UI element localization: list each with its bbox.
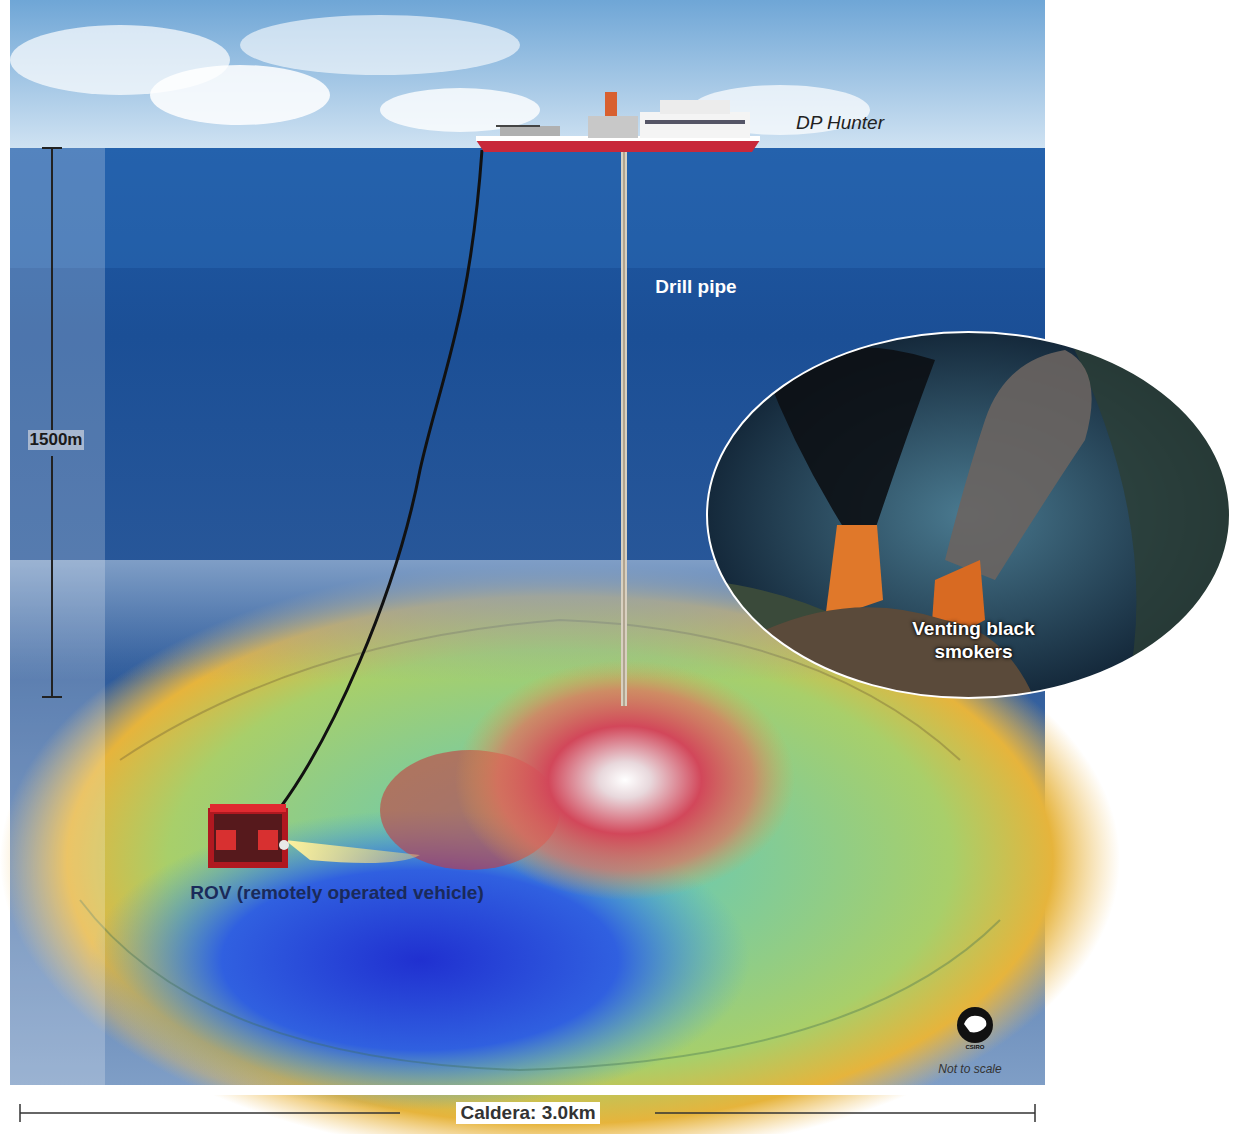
logo-text: CSIRO	[965, 1044, 984, 1050]
inset-caption: Venting black smokers	[879, 618, 1069, 664]
ship-name: DP Hunter	[796, 112, 884, 134]
inset-photo: Venting black smokers	[705, 330, 1232, 700]
scale-note: Not to scale	[938, 1062, 1001, 1076]
depth-dimension: 1500m	[28, 430, 85, 450]
caldera-dimension: Caldera: 3.0km	[456, 1102, 599, 1124]
rov-label: ROV (remotely operated vehicle)	[190, 882, 484, 904]
pipe-label: Drill pipe	[655, 276, 736, 298]
